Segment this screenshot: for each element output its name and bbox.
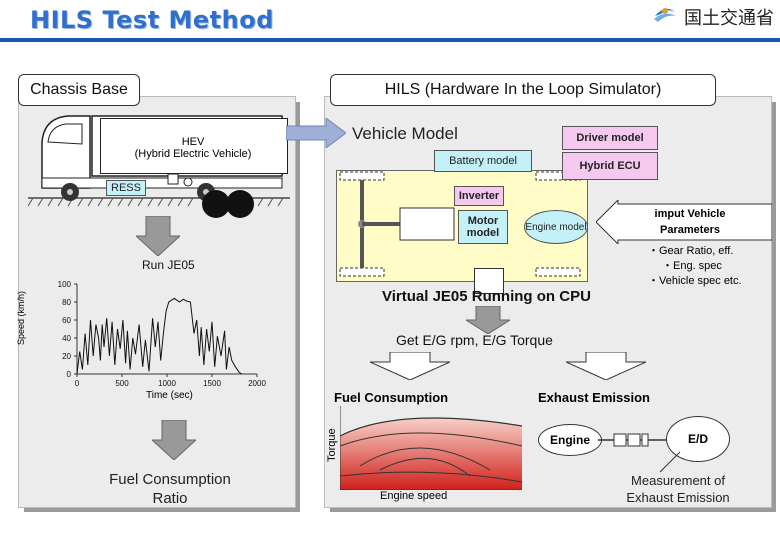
fuel-consumption-label: Fuel Consumption [334, 390, 449, 405]
ed-ellipse: E/D [666, 416, 730, 462]
hev-box [100, 118, 288, 174]
chassis-base-label: Chassis Base [18, 74, 140, 106]
vehicle-model-label: Vehicle Model [352, 124, 458, 143]
speed-y-label: Speed (km/h) [16, 288, 27, 348]
input-param-1: ・Gear Ratio, eff. [648, 245, 734, 257]
right-arrow-icon [285, 117, 347, 149]
engine-ellipse: Engine [538, 424, 602, 456]
engine-model-text: Engine model [525, 221, 587, 233]
virtual-run-label: Virtual JE05 Running on CPU [382, 288, 591, 305]
battery-model-box: Battery model [434, 150, 532, 172]
hils-label: HILS (Hardware In the Loop Simulator) [330, 74, 716, 106]
x-tick-label: 500 [115, 379, 129, 388]
down-arrow-icon [369, 351, 451, 381]
input-param-2: ・Eng. spec [662, 260, 722, 272]
x-tick-label: 1500 [203, 379, 221, 388]
motor-model-box: Motor model [458, 210, 508, 244]
get-torque-label: Get E/G rpm, E/G Torque [396, 332, 553, 348]
engine-text: Engine [549, 433, 590, 447]
ministry-logo-icon [652, 2, 678, 26]
fuel-ratio-line-1: Fuel Consumption [109, 471, 231, 488]
down-arrow-icon [134, 215, 182, 257]
speed-series-line [76, 297, 242, 375]
ress-box: RESS [106, 180, 146, 196]
down-arrow-icon [150, 419, 198, 461]
measurement-label: Measurement of Exhaust Emission [626, 473, 730, 505]
hev-label: HEV [181, 136, 205, 148]
ministry-logo-text: 国土交通省 [684, 8, 774, 29]
torque-axis-text: Torque [326, 428, 338, 462]
exhaust-emission-label: Exhaust Emission [538, 390, 650, 405]
down-arrow-icon [565, 351, 647, 381]
fuel-ratio-label: Fuel Consumption Ratio [90, 470, 250, 508]
fuel-map [339, 406, 523, 491]
speed-y-label-text: Speed (km/h) [16, 290, 26, 346]
white-link-box [474, 268, 504, 294]
y-tick-label: 20 [62, 352, 71, 361]
title-underline [0, 38, 780, 42]
x-tick-label: 2000 [248, 379, 266, 388]
page-title: HILS Test Method [30, 6, 274, 34]
x-tick-label: 1000 [158, 379, 176, 388]
hev-sublabel: (Hybrid Electric Vehicle) [134, 148, 252, 160]
input-param-3: ・Vehicle spec etc. [648, 275, 742, 287]
y-tick-label: 80 [62, 298, 71, 307]
run-je05-label: Run JE05 [142, 258, 195, 272]
driver-model-box: Driver model [562, 126, 658, 150]
y-tick-label: 40 [62, 334, 71, 343]
fuel-ratio-line-2: Ratio [152, 490, 188, 507]
ed-text: E/D [687, 432, 708, 446]
input-params-title: imput Vehicle Parameters [654, 208, 726, 236]
y-tick-label: 60 [62, 316, 71, 325]
torque-axis-label: Torque [326, 428, 338, 462]
engine-speed-label: Engine speed [380, 490, 448, 502]
y-tick-label: 100 [58, 280, 72, 289]
engine-model-box: Engine model [524, 210, 588, 244]
down-arrow-icon [464, 305, 512, 335]
inverter-box: Inverter [454, 186, 504, 206]
pipe-icon [598, 430, 668, 450]
time-x-label: Time (sec) [146, 390, 193, 401]
model-drivetrain-icon [336, 170, 586, 280]
y-tick-label: 0 [67, 370, 72, 379]
measurement-pointer-icon [650, 450, 690, 474]
hybrid-ecu-box: Hybrid ECU [562, 152, 658, 180]
x-tick-label: 0 [75, 379, 80, 388]
